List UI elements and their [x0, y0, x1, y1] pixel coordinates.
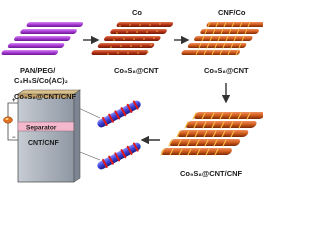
cnf-co-label: CNF/Co [218, 8, 246, 17]
precursor-label-line1: PAN/PEG/ [20, 66, 56, 75]
magnified-fiber-bottom [69, 142, 141, 170]
synthesis-diagram: PAN/PEG/ C₃H₅S/Co(AC)₂ Co Co₉S₈@CNT CNF/… [1, 8, 263, 183]
magnified-fiber-top [69, 100, 141, 128]
precursor-label-line2: C₃H₅S/Co(AC)₂ [14, 76, 68, 85]
cnt-cnf-layer-label: CNT/CNF [28, 140, 59, 147]
bulb-icon [3, 116, 13, 124]
step3-label: Co₉S₈@CNT [204, 66, 249, 75]
step4-label: Co₉S₈@CNT/CNF [180, 169, 243, 178]
cnt-cnf-fibers [160, 112, 263, 156]
co-label: Co [132, 8, 142, 17]
plus-sign: + [12, 98, 16, 104]
precursor-fibers [1, 22, 84, 55]
step2-label: Co₉S₈@CNT [114, 66, 159, 75]
cell-schematic [17, 89, 81, 183]
cnt-fibers [181, 21, 263, 56]
cell-title: Co₉S₈@CNT/CNF [14, 92, 77, 101]
co-fibers [91, 22, 174, 55]
separator-label: Separator [26, 125, 57, 132]
minus-sign: − [12, 135, 16, 141]
